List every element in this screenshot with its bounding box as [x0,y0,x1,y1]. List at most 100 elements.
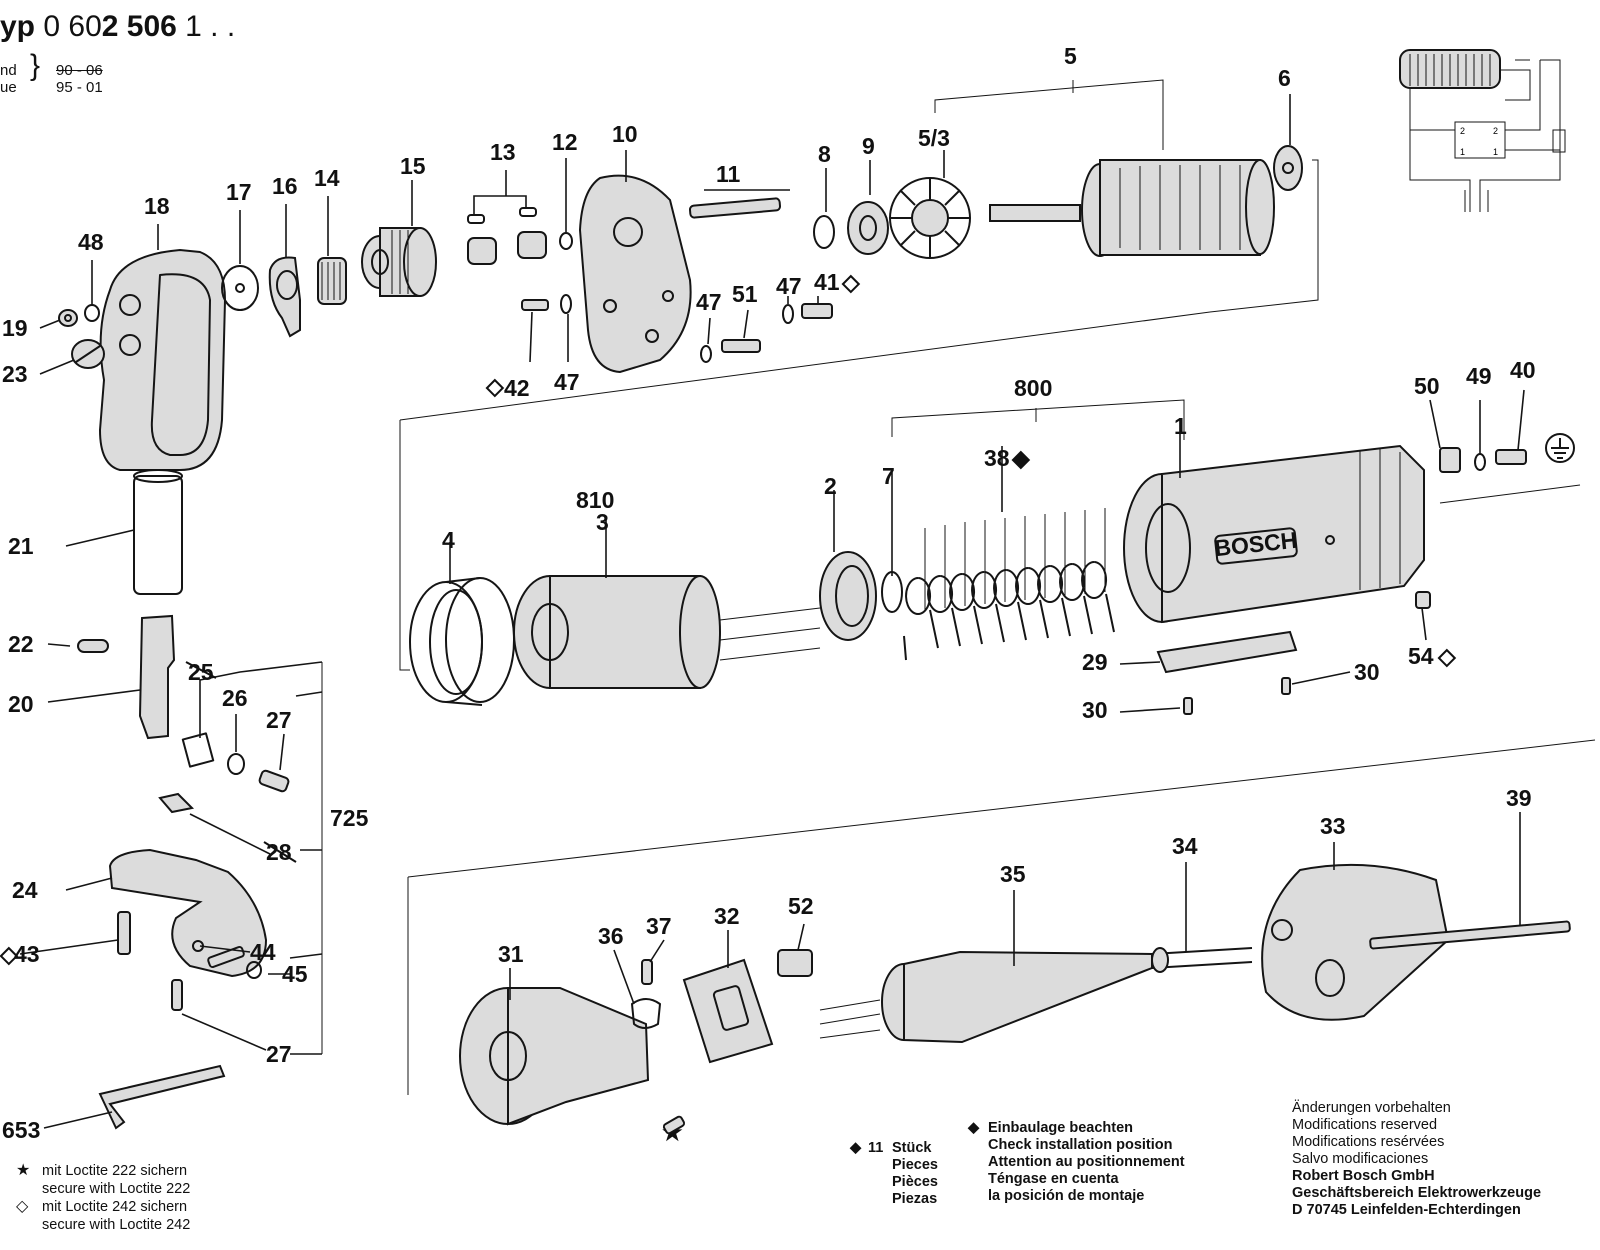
quantity-label: Stück [892,1140,932,1156]
legal-line: Modifications resérvées [1292,1134,1445,1150]
part-31-handle-cap [459,987,650,1126]
callout-48: 48 [78,229,104,255]
callout-21: 21 [8,533,34,559]
callout-28-struck: 28 [263,839,297,865]
note-line: mit Loctite 222 sichern [42,1163,188,1179]
callout-51: 51 [732,281,758,307]
part-3-field-winding [513,575,821,689]
part-16-bearing-bracket [268,256,301,338]
part-47-washer-b [700,345,712,363]
part-20-eccentric [138,614,176,740]
part-45-nut [246,961,262,979]
legal-line: Änderungen vorbehalten [1292,1100,1451,1116]
loctite-222-star-icon: ★ [16,1162,31,1179]
callout-15: 15 [400,153,426,179]
callout-16: 16 [272,173,298,199]
stand-label: nd [0,62,17,79]
callout-24: 24 [12,877,38,903]
part-11-shaft [688,197,782,219]
callout-47-b: 47 [776,273,802,299]
note-loctite-222: ★ mit Loctite 222 sichern secure with Lo… [14,1162,190,1198]
part-4-ring [409,577,515,706]
part-42-screw [521,299,549,311]
date-brace: } [30,49,41,82]
part-47-washer-c [782,304,794,324]
callout-29: 29 [1082,649,1108,675]
part-40-screw [1495,449,1527,465]
part-12-washer [559,232,573,250]
part-loctite-screw [662,1115,686,1135]
note-line: secure with Loctite 242 [42,1217,191,1233]
callout-30-b: 30 [1082,697,1108,723]
part-18-handle-housing [98,248,227,471]
part-15-gear [361,227,437,297]
cable-section-frame-diagonal [407,739,1596,878]
callout-45: 45 [282,961,308,987]
callout-35: 35 [1000,861,1026,887]
part-19-nut [58,309,78,327]
loctite-242-diamond-icon: ◇ [0,941,19,967]
part-9-ball-bearing [847,201,889,255]
loctite-242-diamond-icon: ◇ [485,373,505,399]
group-bracket-5 [934,79,1164,150]
leader-lines [19,94,1525,1129]
callout-37: 37 [646,913,672,939]
callout-38: 38 [984,445,1010,471]
callout-9: 9 [862,133,875,159]
part-51-screw [721,339,761,353]
note-loctite-242: ◇ mit Loctite 242 sichern secure with Lo… [14,1198,190,1234]
part-54-screw [1415,591,1431,609]
callout-47-c: 47 [554,369,580,395]
callout-52: 52 [788,893,814,919]
callout-13: 13 [490,139,516,165]
part-39-screw [1369,920,1571,950]
part-49-washer [1474,453,1486,471]
loctite-242-diamond-icon: ◇ [1437,643,1457,669]
type-code-bold: 2 506 [101,10,177,43]
callout-39: 39 [1506,785,1532,811]
type-designation: yp 0 602 506 1 . . [0,10,235,44]
svg-text:1: 1 [1493,147,1498,157]
part-7-spring-ring [881,571,907,661]
callout-3: 3 [596,509,609,535]
stand-date: 90 - 06 [56,62,103,79]
callout-25: 25 [188,659,214,685]
callout-42: 42 [504,375,530,401]
callout-41: 41 [814,269,840,295]
callout-27-b: 27 [266,1041,292,1067]
quantity-label: Pièces [892,1174,938,1190]
installation-line: Téngase en cuenta [988,1171,1119,1187]
callout-32: 32 [714,903,740,929]
group-bracket-800 [891,399,1185,440]
callout-653: 653 [2,1117,40,1143]
part-6-ball-bearing [1273,145,1303,191]
note-line: mit Loctite 242 sichern [42,1199,188,1215]
callout-18: 18 [144,193,170,219]
callout-5-3: 5/3 [918,125,950,151]
part-50-clip [1439,447,1461,473]
callout-11: 11 [716,161,741,187]
part-25-plate [181,732,215,768]
callout-33: 33 [1320,813,1346,839]
part-30-screw-b [1183,697,1193,715]
callout-50: 50 [1414,373,1440,399]
part-33-end-cap [1261,863,1450,1021]
part-27-screw-b [171,979,183,1011]
motor-section-frame-left [399,420,410,671]
part-30-screw-a [1281,677,1291,695]
loctite-242-diamond-icon: ◇ [16,1198,29,1215]
callout-25-struck: 25 [185,659,217,685]
callout-labels: 5 6 5/3 9 8 11 10 12 13 15 14 16 17 18 4… [0,43,1536,1145]
part-13-gear-set [467,207,547,265]
part-10-bearing-plate [578,174,692,374]
ground-symbol-icon [1545,433,1575,463]
wiring-schematic: 2 2 1 1 [1399,49,1566,212]
motor-section-frame-top [1209,159,1319,313]
callout-44: 44 [250,939,276,965]
issue-date: 95 - 01 [56,79,103,96]
part-653-hex-key [98,1064,226,1130]
installation-diamond-icon: ◆ [850,1140,862,1156]
part-43-screw [117,911,131,955]
callout-7: 7 [882,463,895,489]
callout-34: 34 [1172,833,1198,859]
